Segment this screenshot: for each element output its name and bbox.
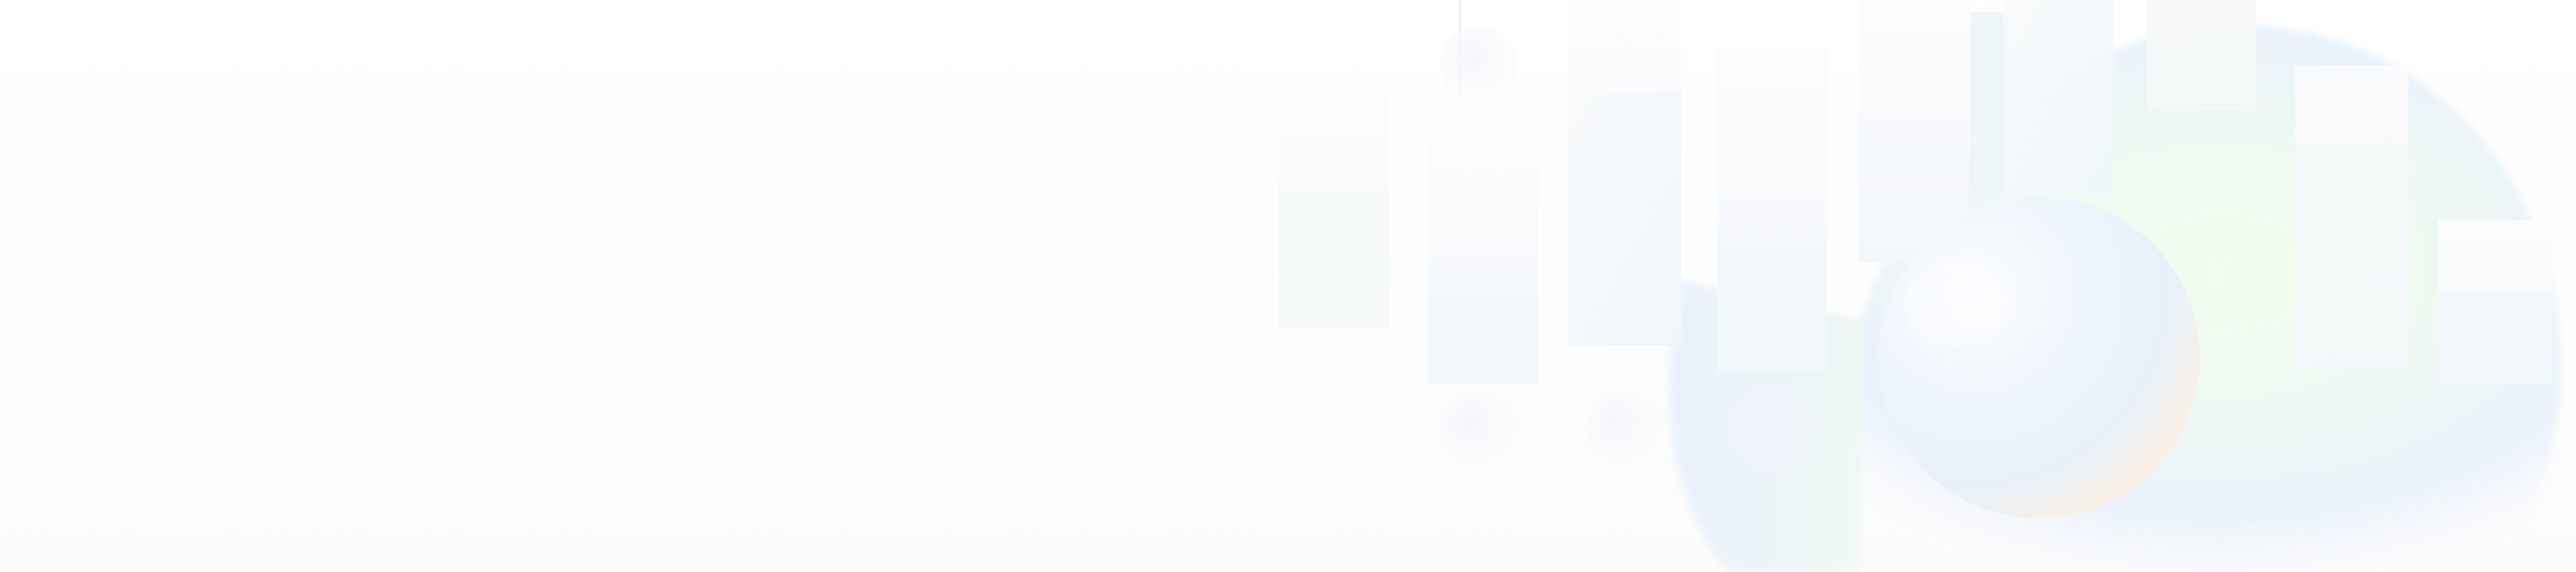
decor-bar <box>1428 298 1538 384</box>
decor-bar <box>1279 191 1389 328</box>
decor-bar <box>2295 66 2408 369</box>
decor-bar <box>1970 12 2009 209</box>
decor-bars <box>1279 0 2552 384</box>
soft-glass-sphere <box>1878 197 2200 518</box>
decor-bar <box>2146 0 2256 110</box>
decor-bar <box>1859 0 1969 262</box>
decor-dot <box>1440 27 1517 104</box>
decor-bar <box>1717 244 1827 371</box>
decor-bar <box>2438 292 2552 384</box>
decor-dot <box>1440 390 1517 468</box>
decor-dot <box>1586 390 1663 468</box>
decor-dot <box>1726 383 1815 472</box>
decor-bar <box>1568 92 1681 346</box>
decor-bar <box>2003 0 2113 197</box>
decor-dots <box>1440 27 1815 472</box>
